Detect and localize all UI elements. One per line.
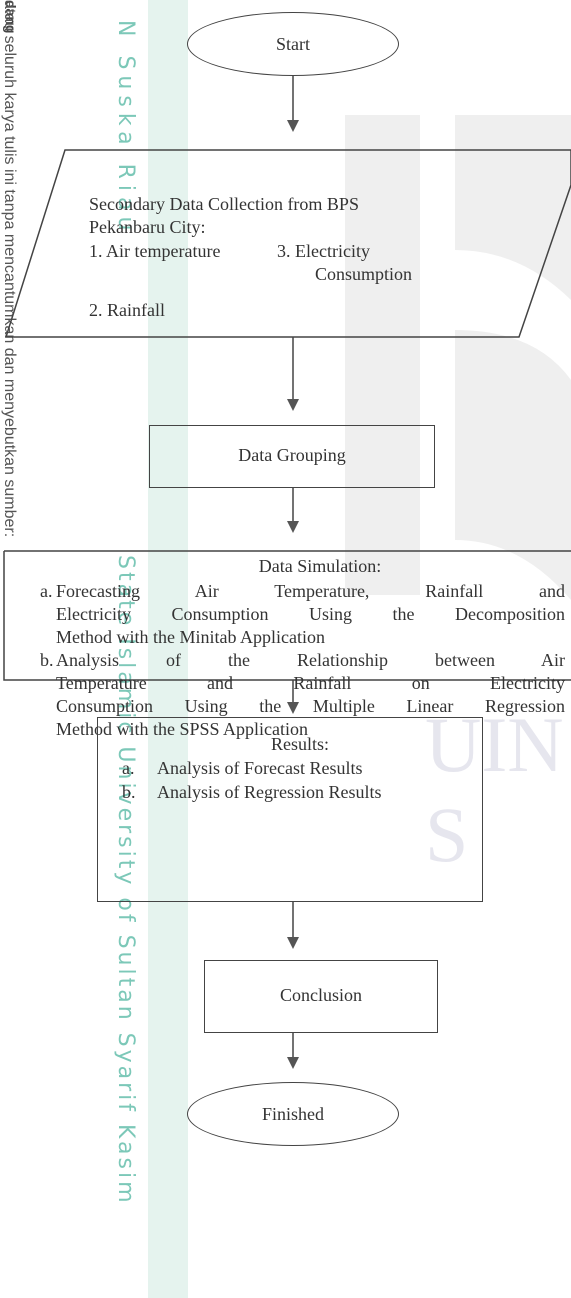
watermark-right-text: UIN S	[425, 701, 564, 878]
results-b-label: Analysis of Regression Results	[157, 782, 382, 802]
finished-label: Finished	[261, 1103, 324, 1124]
simulation-a-marker: a.	[40, 581, 53, 601]
simulation-b-line2: Temperature and Rainfall on Electricity	[56, 673, 565, 693]
watermark-vertical-bottom: State Islamic University of Sultan Syari…	[113, 555, 138, 1206]
watermark-side-text: dang	[3, 0, 19, 34]
input-item-rainfall: 2. Rainfall	[89, 300, 165, 320]
conclusion-box	[204, 960, 438, 1033]
results-b-marker: b.	[122, 782, 136, 802]
simulation-b-line3: Consumption Using the Multiple Linear Re…	[56, 696, 565, 716]
simulation-a-line3: Method with the Minitab Application	[56, 627, 325, 647]
finished-terminal: Finished	[187, 1082, 399, 1146]
input-item-consumption: Consumption	[315, 264, 413, 284]
watermark-vertical-top: N Suska Riau	[113, 20, 138, 237]
start-label: Start	[276, 33, 310, 54]
simulation-b-marker: b.	[40, 650, 54, 670]
results-a-marker: a.	[122, 758, 135, 778]
input-item-electricity: 3. Electricity	[277, 241, 370, 261]
results-title: Results:	[270, 734, 329, 754]
watermark-side-line: atau seluruh karya tulis ini tanpa menca…	[1, 0, 18, 538]
simulation-b-line4: Method with the SPSS Application	[56, 719, 309, 739]
results-box	[97, 717, 483, 902]
simulation-a-line1: Forecasting Air Temperature, Rainfall an…	[56, 581, 565, 601]
data-grouping-box	[149, 425, 435, 488]
results-a-label: Analysis of Forecast Results	[157, 758, 363, 778]
start-terminal: Start	[187, 12, 399, 76]
simulation-title: Data Simulation:	[258, 556, 382, 576]
simulation-b-line1: Analysis of the Relationship between Air	[56, 650, 565, 670]
input-item-air-temperature: 1. Air temperature	[89, 241, 221, 261]
input-title-line2: Pekanbaru City:	[89, 217, 206, 237]
simulation-a-line2: Electricity Consumption Using the Decomp…	[56, 604, 565, 624]
input-title-line1: Secondary Data Collection from BPS	[89, 194, 359, 214]
input-parallelogram	[4, 149, 571, 338]
data-grouping-label: Data Grouping	[238, 445, 346, 465]
conclusion-label: Conclusion	[279, 985, 362, 1005]
